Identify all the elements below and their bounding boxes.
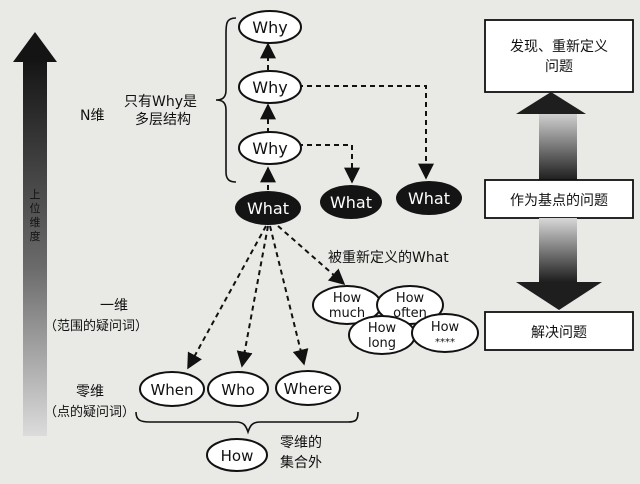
axis-char-3: 维	[30, 216, 41, 229]
how-long-node: How long	[348, 315, 416, 355]
n-dimension-brace	[215, 17, 237, 183]
svg-text:Where: Where	[284, 380, 333, 398]
discover-redefine-box: 发现、重新定义 问题	[484, 19, 634, 93]
connector-what-where	[269, 225, 309, 366]
up-arrow	[516, 92, 586, 180]
one-dimension-label: 一维	[100, 298, 128, 314]
svg-text:When: When	[150, 381, 193, 399]
svg-text:much: much	[329, 306, 365, 321]
svg-text:often: often	[393, 306, 427, 321]
axis-char-2: 位	[30, 201, 41, 215]
svg-text:Why: Why	[252, 139, 287, 158]
what-node-center: What	[235, 191, 301, 225]
svg-text:long: long	[368, 336, 396, 351]
svg-text:问题: 问题	[545, 59, 573, 75]
why-node-low: Why	[238, 131, 302, 165]
down-arrow	[516, 218, 602, 310]
right-panel: 发现、重新定义 问题 作为基点的问题 解决问题	[484, 19, 634, 351]
svg-text:What: What	[330, 193, 372, 212]
where-node: Where	[275, 370, 341, 406]
solve-problem-box: 解决问题	[484, 311, 634, 351]
svg-text:Why: Why	[252, 18, 287, 37]
why-node-top: Why	[238, 10, 302, 44]
svg-text:****: ****	[435, 337, 455, 348]
why-node-mid: Why	[238, 70, 302, 104]
svg-text:Why: Why	[252, 78, 287, 97]
connector-what-how-group	[277, 225, 346, 286]
one-dimension-note: （范围的疑问词）	[44, 318, 148, 334]
svg-text:How: How	[368, 321, 397, 336]
n-dimension-label: N维	[80, 108, 104, 124]
svg-text:Who: Who	[221, 381, 255, 399]
what-node-redefined-1: What	[320, 185, 382, 219]
connectors	[187, 42, 434, 370]
svg-text:What: What	[247, 199, 289, 218]
when-node: When	[139, 371, 205, 407]
what-node-redefined-2: What	[396, 181, 462, 215]
how-other-node: How ****	[411, 313, 479, 353]
upper-dimension-arrow	[13, 32, 57, 436]
zero-dimension-note: （点的疑问词）	[44, 404, 135, 420]
how-outside-node: How	[206, 438, 268, 472]
base-question-box: 作为基点的问题	[484, 179, 634, 219]
svg-text:How: How	[221, 447, 254, 465]
connector-why-mid-what-2	[298, 85, 434, 180]
svg-text:How: How	[333, 291, 362, 306]
connector-what-who	[236, 225, 269, 368]
vertical-axis-label: 上 位 维 度	[30, 188, 41, 243]
svg-text:发现、重新定义: 发现、重新定义	[510, 39, 608, 55]
redefined-what-label: 被重新定义的What	[328, 250, 449, 266]
svg-text:How: How	[396, 291, 425, 306]
connector-what-when	[187, 225, 267, 370]
zero-dimension-brace	[135, 411, 359, 435]
svg-text:解决问题: 解决问题	[531, 325, 587, 341]
n-dimension-note-2: 多层结构	[135, 111, 191, 128]
who-node: Who	[207, 371, 269, 407]
svg-text:作为基点的问题: 作为基点的问题	[510, 192, 608, 209]
zero-dimension-label: 零维	[76, 384, 104, 400]
axis-char-1: 上	[30, 188, 41, 201]
connector-why-low-what-1	[298, 144, 360, 184]
outside-set-label-1: 零维的	[280, 435, 322, 451]
axis-char-4: 度	[30, 229, 41, 243]
n-dimension-note-1: 只有Why是	[124, 94, 197, 110]
how-often-node: How often	[376, 285, 444, 325]
outside-set-label-2: 集合外	[280, 454, 322, 471]
svg-text:How: How	[431, 320, 460, 335]
svg-text:What: What	[408, 189, 450, 208]
